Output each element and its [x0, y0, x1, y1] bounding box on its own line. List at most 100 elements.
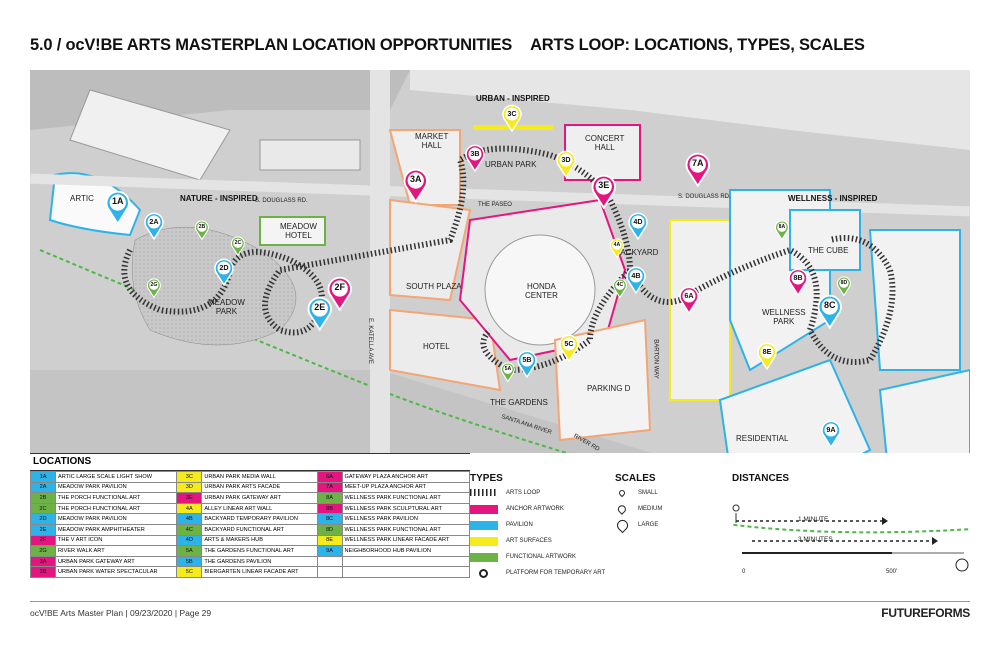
- pin-label: 2A: [149, 217, 159, 226]
- location-pin-8e[interactable]: 8E: [756, 342, 778, 370]
- zone-urban: URBAN - INSPIRED: [476, 94, 550, 103]
- location-pin-2e[interactable]: 2E: [306, 296, 334, 331]
- location-pin-5c[interactable]: 5C: [558, 334, 580, 362]
- pin-label: 8A: [778, 223, 786, 230]
- location-code: [316, 555, 343, 568]
- map-pin-icon: [403, 168, 428, 203]
- location-pin-8d[interactable]: 8D: [836, 276, 852, 297]
- pin-label: 2G: [150, 281, 158, 288]
- scale-label: MEDIUM: [638, 506, 663, 512]
- location-code: 2D: [30, 513, 56, 525]
- label-douglass-east: S. DOUGLASS RD.: [678, 194, 731, 200]
- type-swatch: [470, 521, 498, 530]
- distance-graphic: [732, 504, 970, 572]
- location-code: 5B: [176, 555, 203, 568]
- location-code: 5A: [176, 545, 203, 557]
- location-name: URBAN PARK WATER SPECTACULAR: [54, 566, 178, 578]
- location-pin-7a[interactable]: 7A: [684, 152, 712, 187]
- pin-label: 3D: [561, 155, 571, 164]
- location-pin-2f[interactable]: 2F: [326, 276, 354, 311]
- location-pin-2d[interactable]: 2D: [213, 258, 235, 286]
- label-meadow-hotel: MEADOW HOTEL: [280, 222, 317, 240]
- pin-label: 4C: [616, 281, 624, 288]
- location-pin-4b[interactable]: 4B: [625, 266, 647, 294]
- location-pin-4a[interactable]: 4A: [609, 238, 625, 259]
- location-code: 3E: [176, 492, 203, 504]
- location-name: MEADOW PARK PAVILION: [54, 481, 178, 494]
- site-map[interactable]: ARTIC MARKET HALL URBAN PARK CONCERT HAL…: [30, 70, 970, 580]
- pin-label: 3C: [507, 109, 517, 118]
- pin-label: 3E: [598, 180, 610, 191]
- location-code: 1A: [30, 471, 56, 483]
- location-name: WELLNESS PARK LINEAR FACADE ART: [341, 534, 471, 547]
- page-footer: ocV!BE Arts Master Plan | 09/23/2020 | P…: [30, 601, 970, 620]
- location-code: 3C: [176, 471, 203, 483]
- map-pin-icon: [821, 420, 841, 448]
- location-pin-5b[interactable]: 5B: [516, 350, 538, 378]
- location-pin-6a[interactable]: 6A: [678, 286, 700, 314]
- location-code: 2E: [30, 523, 56, 536]
- location-name: MEET-UP PLAZA ANCHOR ART: [341, 481, 471, 494]
- location-pin-2b[interactable]: 2B: [194, 220, 210, 241]
- map-pin-icon: [685, 152, 710, 187]
- location-code: 3A: [30, 555, 56, 568]
- map-pin-icon: [679, 286, 699, 314]
- pin-label: 3A: [409, 174, 422, 185]
- pin-label: 6A: [684, 291, 694, 300]
- location-code: 2A: [30, 481, 56, 494]
- location-code: 8D: [316, 523, 343, 536]
- label-artic: ARTIC: [70, 194, 94, 203]
- location-pin-2g[interactable]: 2G: [146, 278, 162, 299]
- location-pin-8c[interactable]: 8C: [816, 294, 844, 329]
- map-pin-icon: [230, 236, 245, 257]
- label-douglass-west: S. DOUGLASS RD.: [255, 198, 308, 204]
- location-pin-4d[interactable]: 4D: [627, 212, 649, 240]
- location-pin-8b[interactable]: 8B: [787, 268, 809, 296]
- scale-start: 0: [742, 569, 746, 575]
- label-residential: RESIDENTIAL: [736, 434, 789, 443]
- location-pin-4c[interactable]: 4C: [612, 278, 628, 299]
- location-name: THE GARDENS PAVILION: [201, 555, 318, 568]
- location-pin-3c[interactable]: 3C: [501, 104, 523, 132]
- map-pin-icon: [500, 362, 515, 383]
- map-pin-icon: [307, 296, 332, 331]
- location-pin-3b[interactable]: 3B: [464, 144, 486, 172]
- page-title: 5.0 / ocV!BE ARTS MASTERPLAN LOCATION OP…: [30, 36, 865, 55]
- scales-header: SCALES: [615, 473, 656, 484]
- locations-header: LOCATIONS: [30, 454, 470, 471]
- location-pin-8a[interactable]: 8A: [774, 220, 790, 241]
- location-name: BACKYARD FUNCTIONAL ART: [201, 523, 318, 536]
- location-name: THE GARDENS FUNCTIONAL ART: [201, 545, 318, 557]
- type-swatch: [470, 505, 498, 514]
- location-pin-3a[interactable]: 3A: [402, 168, 430, 203]
- label-south-plaza: SOUTH PLAZA: [406, 282, 462, 291]
- location-pin-2a[interactable]: 2A: [143, 212, 165, 240]
- map-pin-icon: [559, 334, 579, 362]
- map-pin-icon: [591, 174, 616, 209]
- location-pin-9a[interactable]: 9A: [820, 420, 842, 448]
- location-pin-5a[interactable]: 5A: [500, 362, 516, 383]
- scale-label: LARGE: [638, 522, 659, 528]
- map-pin-icon: [836, 276, 851, 297]
- location-name: BIERGARTEN LINEAR FACADE ART: [201, 566, 318, 578]
- pin-label: 8E: [762, 347, 772, 356]
- pin-label: 7A: [691, 158, 704, 169]
- distance-walk: 1 MINUTE: [798, 516, 829, 523]
- location-pin-2c[interactable]: 2C: [230, 236, 246, 257]
- label-meadow-park: MEADOW PARK: [208, 298, 245, 316]
- location-code: 4C: [176, 523, 203, 536]
- location-name: [341, 566, 471, 578]
- location-pin-3e[interactable]: 3E: [590, 174, 618, 209]
- pin-label: 9A: [826, 425, 836, 434]
- map-pin-icon: [612, 278, 627, 299]
- location-code: [316, 566, 343, 578]
- location-name: ARTS & MAKERS HUB: [201, 534, 318, 547]
- location-code: 2G: [30, 545, 56, 557]
- label-the-cube: THE CUBE: [808, 246, 849, 255]
- pin-label: 2E: [314, 302, 326, 313]
- location-pin-1a[interactable]: 1A: [104, 190, 132, 225]
- location-pin-3d[interactable]: 3D: [555, 150, 577, 178]
